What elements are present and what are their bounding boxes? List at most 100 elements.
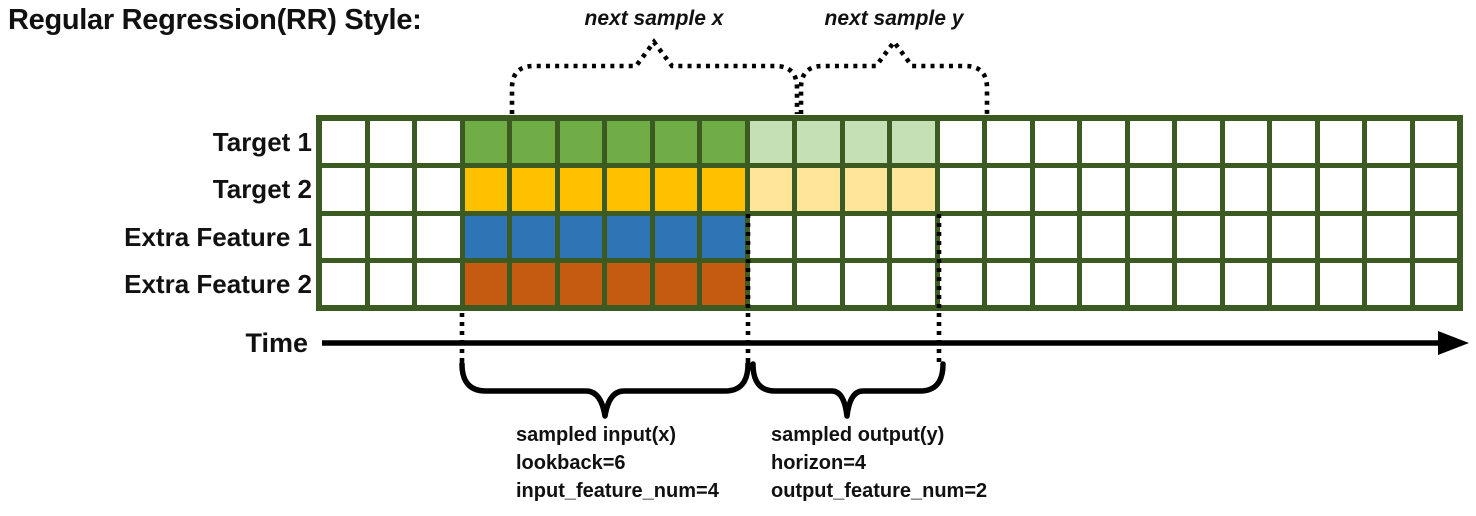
note-line: sampled input(x) (516, 424, 677, 446)
grid-cell (987, 168, 1030, 211)
grid-cell (892, 215, 935, 258)
grid-cell (512, 168, 555, 211)
grid-cell (844, 168, 887, 211)
grid-cell (1272, 262, 1315, 305)
grid-cell (749, 262, 792, 305)
sampled-output-brace (750, 361, 946, 419)
grid-cell (892, 121, 935, 164)
grid-cell (512, 215, 555, 258)
grid-cell (702, 168, 745, 211)
note-line: input_feature_num=4 (516, 480, 719, 502)
next-sample-y-label: next sample y (824, 7, 964, 30)
grid-cell (1034, 168, 1077, 211)
grid-cell (654, 168, 697, 211)
time-axis-arrowhead (1438, 331, 1469, 355)
grid-cell (607, 262, 650, 305)
row-label-extra-feature-2: Extra Feature 2 (124, 269, 312, 299)
row-label-extra-feature-1: Extra Feature 1 (124, 222, 312, 252)
grid-cell (1177, 215, 1220, 258)
grid-cell (1224, 215, 1267, 258)
grid-cell (1367, 168, 1410, 211)
note-line: sampled output(y) (771, 424, 945, 446)
grid-cell (1034, 121, 1077, 164)
grid-cell (939, 262, 982, 305)
grid-cell (749, 168, 792, 211)
note-line: lookback=6 (516, 452, 626, 474)
grid-cell (559, 168, 602, 211)
grid-cell (559, 121, 602, 164)
grid-cell (607, 215, 650, 258)
next-sample-x-label: next sample x (584, 7, 724, 30)
grid-cell (1082, 121, 1125, 164)
grid-cell (322, 215, 365, 258)
grid-cell (654, 262, 697, 305)
grid-cell (464, 121, 507, 164)
grid-cell (987, 215, 1030, 258)
grid-cell (654, 121, 697, 164)
grid-cell (1034, 262, 1077, 305)
grid-cell (939, 121, 982, 164)
row-label-target-1: Target 1 (212, 127, 312, 157)
grid-cell (369, 215, 412, 258)
grid-cell (322, 121, 365, 164)
grid-cell (797, 168, 840, 211)
grid-cell (1414, 215, 1457, 258)
grid-cell (1272, 215, 1315, 258)
grid-cell (987, 262, 1030, 305)
grid-cell (1129, 262, 1172, 305)
grid-cell (607, 168, 650, 211)
grid-cell (1319, 168, 1362, 211)
grid-cell (607, 121, 650, 164)
grid-cell (1414, 168, 1457, 211)
grid-cell (1082, 168, 1125, 211)
page-title: Regular Regression(RR) Style: (8, 4, 422, 36)
grid-cell (1129, 168, 1172, 211)
grid-cell (464, 215, 507, 258)
grid-cell (1034, 215, 1077, 258)
grid-cell (1224, 121, 1267, 164)
grid-cell (892, 262, 935, 305)
grid-cell (1367, 215, 1410, 258)
grid-cell (939, 168, 982, 211)
grid-cell (702, 121, 745, 164)
grid-cell (797, 215, 840, 258)
grid-cell (939, 215, 982, 258)
grid-cell (1319, 215, 1362, 258)
grid-cell (417, 262, 460, 305)
grid-cell (844, 121, 887, 164)
grid-cell (797, 262, 840, 305)
time-series-grid (316, 115, 1463, 311)
grid-cell (1177, 262, 1220, 305)
sampled-input-note: sampled input(x) lookback=6 input_featur… (516, 421, 719, 505)
grid-cell (844, 215, 887, 258)
grid-cell (417, 168, 460, 211)
grid-cell (1414, 262, 1457, 305)
note-line: output_feature_num=2 (771, 480, 988, 502)
grid-cell (844, 262, 887, 305)
grid-cell (1414, 121, 1457, 164)
grid-cell (1319, 121, 1362, 164)
grid-cell (1129, 121, 1172, 164)
next-sample-y-brace (798, 38, 990, 114)
grid-cell (1082, 262, 1125, 305)
grid-cell (559, 262, 602, 305)
grid-cell (1367, 121, 1410, 164)
grid-cell (322, 168, 365, 211)
next-sample-x-brace (509, 38, 800, 114)
grid-cell (892, 168, 935, 211)
grid-cell (369, 262, 412, 305)
grid-cell (654, 215, 697, 258)
grid-cell (1272, 121, 1315, 164)
grid-cell (702, 262, 745, 305)
grid-cell (369, 121, 412, 164)
grid-cell (1082, 215, 1125, 258)
note-line: horizon=4 (771, 452, 867, 474)
grid-cell (797, 121, 840, 164)
time-axis-label: Time (245, 328, 308, 358)
grid-cell (1177, 121, 1220, 164)
grid-cell (702, 215, 745, 258)
grid-cell (512, 262, 555, 305)
grid-cell (749, 215, 792, 258)
sampled-output-note: sampled output(y) horizon=4 output_featu… (771, 421, 987, 505)
